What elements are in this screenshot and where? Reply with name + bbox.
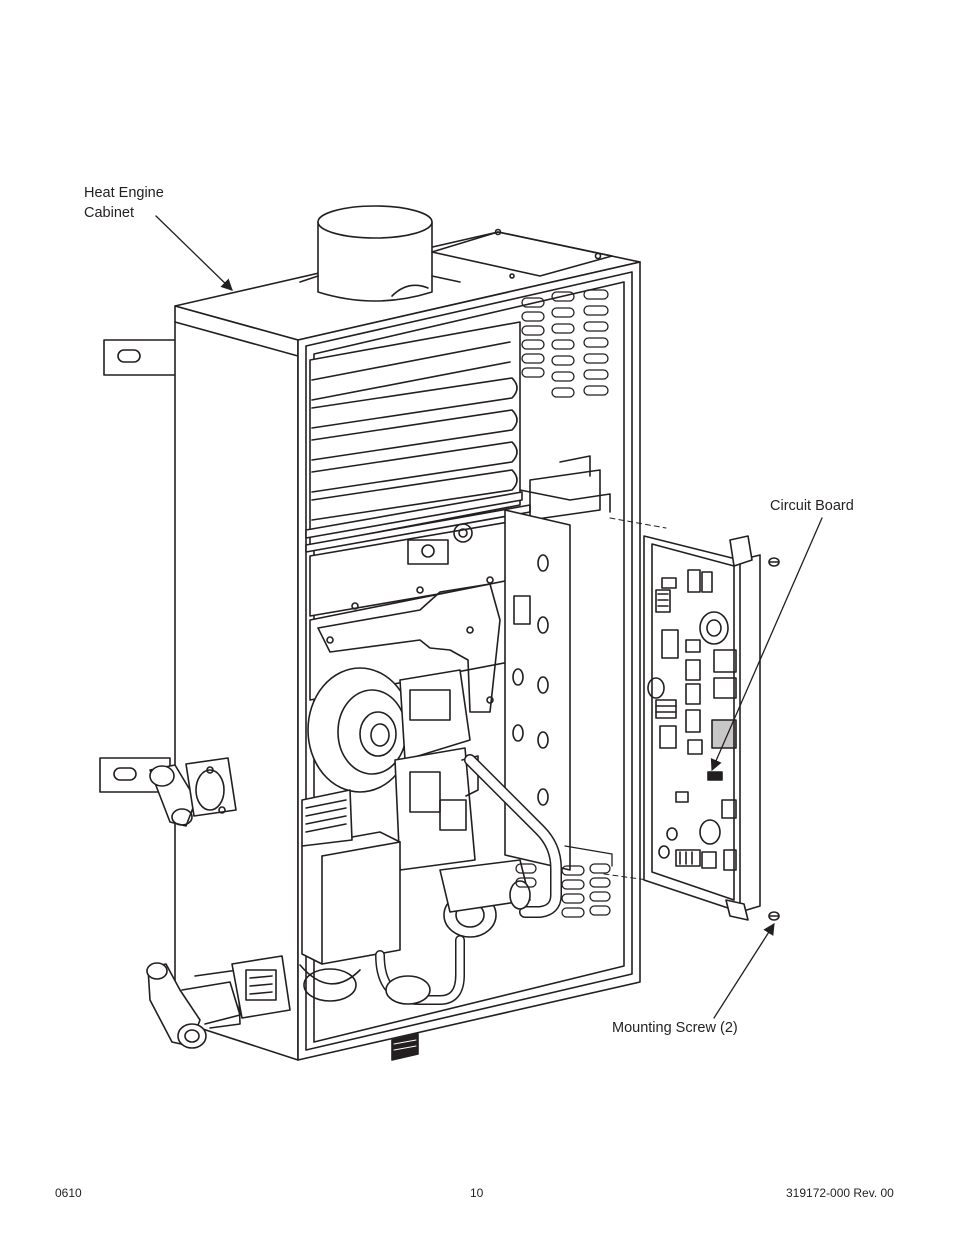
bottom-gas-inlet: [392, 1034, 418, 1060]
gas-valve: [395, 748, 478, 870]
circuit-board-leader: [710, 518, 822, 772]
flue-collar: [300, 206, 460, 301]
footer-page-number: 10: [470, 1186, 484, 1200]
callout-heat-engine-cabinet-line2: Cabinet: [84, 205, 134, 221]
callout-mounting-screw: Mounting Screw (2): [612, 1020, 738, 1036]
heat-engine-cabinet-leader: [156, 216, 233, 291]
footer-date-code: 0610: [55, 1186, 82, 1200]
upper-louvers: [522, 290, 608, 397]
mounting-screw-lower: [769, 912, 779, 920]
combustion-blower: [308, 668, 470, 792]
mounting-screw-leader: [714, 923, 774, 1018]
transformer-box: [302, 790, 400, 964]
side-water-connection: [150, 758, 236, 826]
cabinet-left-side: [175, 306, 298, 1060]
lower-plumbing: [300, 860, 530, 1004]
callout-circuit-board: Circuit Board: [770, 498, 854, 514]
footer-document-number: 319172-000 Rev. 00: [786, 1186, 894, 1200]
heat-exchanger: [306, 322, 530, 552]
mounting-screw-upper: [769, 558, 779, 566]
callout-heat-engine-cabinet-line1: Heat Engine: [84, 185, 164, 201]
lower-louvers: [516, 846, 612, 917]
callout-heat-engine-cabinet: Heat Engine Cabinet: [84, 183, 164, 223]
circuit-board-assembly: [644, 536, 760, 920]
internal-side-panel: [505, 510, 570, 870]
upper-mounting-bracket: [104, 340, 176, 375]
bottom-water-fittings: [147, 956, 290, 1048]
